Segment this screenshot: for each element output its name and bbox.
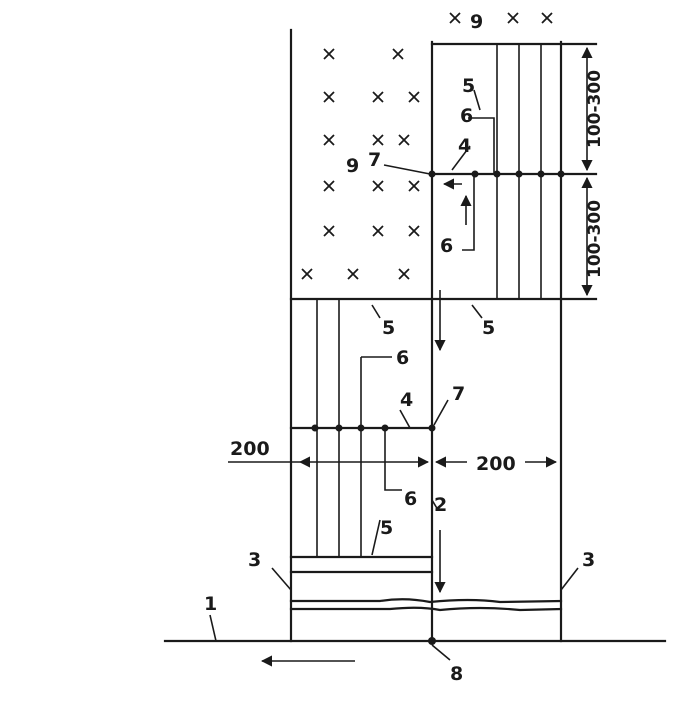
label-5-bottom: 5 (380, 517, 393, 539)
leader-5-lower-b (471, 304, 483, 319)
node-7-upper (428, 170, 436, 178)
leader-3-left (271, 567, 292, 591)
leader-7-lower (433, 399, 449, 426)
node-upper-c (515, 170, 523, 178)
node-upper-b (493, 170, 501, 178)
leader-1 (209, 614, 217, 642)
cross-mark (323, 48, 335, 60)
cross-mark (507, 12, 519, 24)
bottom-belt-bottom (289, 606, 563, 612)
leader-2 (431, 499, 439, 511)
dim-label-200-right: 200 (476, 453, 516, 475)
label-8: 8 (450, 663, 463, 685)
leader-9-7 (383, 164, 431, 175)
label-3-left: 3 (248, 549, 261, 571)
leader-6-upper-b (462, 174, 475, 251)
label-5-upper: 5 (462, 75, 475, 97)
bottom-belt-top (289, 598, 563, 604)
node-upper-d (537, 170, 545, 178)
label-4-upper: 4 (458, 135, 471, 157)
leader-5-upper (473, 89, 481, 111)
label-5-lower-b: 5 (482, 317, 495, 339)
label-9-left: 9 (346, 155, 359, 177)
cross-mark (372, 180, 384, 192)
leader-5-lower-a (371, 304, 381, 319)
cross-mark (449, 12, 461, 24)
node-lower-c (357, 424, 365, 432)
label-6-upper-b: 6 (440, 235, 453, 257)
node-upper-e (557, 170, 565, 178)
cross-mark (301, 268, 313, 280)
cross-mark (323, 134, 335, 146)
leader-3-right (560, 567, 579, 591)
cross-mark (323, 180, 335, 192)
leader-4-upper (451, 145, 471, 171)
label-6-lower-b: 6 (404, 488, 417, 510)
cross-mark (323, 225, 335, 237)
label-6-lower-a: 6 (396, 347, 409, 369)
label-5-lower-a: 5 (382, 317, 395, 339)
cross-mark (347, 268, 359, 280)
cross-mark (372, 134, 384, 146)
label-2: 2 (434, 494, 447, 516)
leader-6-lower-b (384, 428, 402, 491)
label-9-top: 9 (470, 11, 483, 33)
dim-label-spacing-lower: 100-300 (585, 200, 605, 278)
leader-4-lower (399, 409, 411, 429)
leader-6-upper-a (468, 117, 495, 174)
cross-mark (398, 134, 410, 146)
node-upper-a (471, 170, 479, 178)
cross-mark (408, 91, 420, 103)
cross-mark (541, 12, 553, 24)
label-7-lower: 7 (452, 383, 465, 405)
cross-mark (408, 225, 420, 237)
dim-label-spacing-upper: 100-300 (585, 70, 605, 148)
node-lower-a (311, 424, 319, 432)
goaf-crosses (301, 12, 553, 280)
leader-5-bottom (371, 519, 381, 556)
leader-8 (431, 644, 451, 661)
label-1: 1 (204, 593, 217, 615)
cross-mark (408, 180, 420, 192)
label-7-upper: 7 (368, 149, 381, 171)
node-lower-b (335, 424, 343, 432)
label-4-lower: 4 (400, 389, 413, 411)
cross-mark (372, 91, 384, 103)
node-7-lower (428, 424, 436, 432)
cross-mark (398, 268, 410, 280)
cross-mark (323, 91, 335, 103)
label-3-right: 3 (582, 549, 595, 571)
node-8 (428, 637, 436, 645)
dim-label-200-left: 200 (230, 438, 270, 460)
label-6-upper: 6 (460, 105, 473, 127)
cross-mark (372, 225, 384, 237)
cross-mark (392, 48, 404, 60)
